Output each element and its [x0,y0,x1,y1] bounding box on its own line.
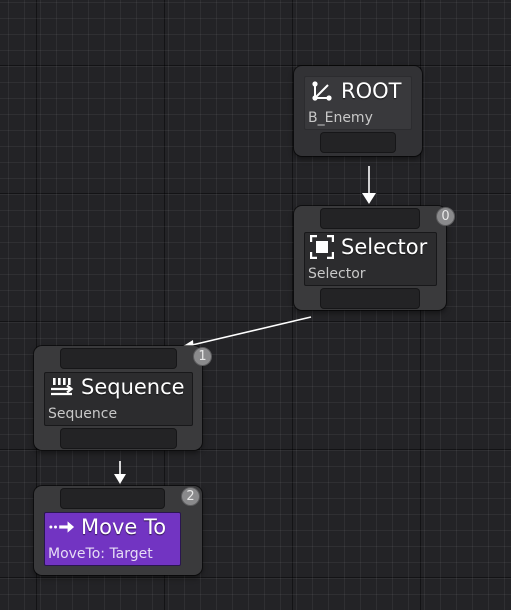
execution-order-badge: 2 [181,487,200,506]
output-pin[interactable] [60,428,177,449]
wire-arrowhead [114,474,126,484]
output-pin[interactable] [320,132,396,153]
selector-icon [309,234,335,260]
move-to-arrow-icon [49,514,75,540]
root-branch-icon [309,78,335,104]
sequence-node[interactable]: Sequence Sequence 1 [34,346,212,450]
input-pin[interactable] [60,348,177,369]
output-pin[interactable] [320,288,420,309]
root-node[interactable]: ROOT B_Enemy [294,66,422,156]
execution-order-badge: 1 [193,347,212,366]
wire-arrowhead [362,193,376,204]
root-node-body: ROOT B_Enemy [304,76,412,130]
move-to-node[interactable]: Move To MoveTo: Target 2 [34,486,202,575]
sequence-icon [49,374,75,400]
selector-node-subtitle: Selector [308,266,366,282]
sequence-node-subtitle: Sequence [48,406,118,422]
root-node-subtitle: B_Enemy [308,110,373,126]
move-to-node-subtitle: MoveTo: Target [48,546,153,562]
input-pin[interactable] [60,488,165,509]
execution-order-badge: 0 [436,207,455,226]
wire-selector-to-sequence [191,316,312,346]
move-to-node-body: Move To MoveTo: Target [44,512,181,566]
root-node-title: ROOT [341,79,402,103]
sequence-node-title: Sequence [81,375,185,399]
move-to-node-title: Move To [81,515,167,539]
input-pin[interactable] [320,208,420,229]
sequence-node-body: Sequence Sequence [44,372,193,426]
selector-node-body: Selector Selector [304,232,437,286]
selector-node[interactable]: Selector Selector 0 [294,206,455,310]
selector-node-title: Selector [341,235,428,259]
